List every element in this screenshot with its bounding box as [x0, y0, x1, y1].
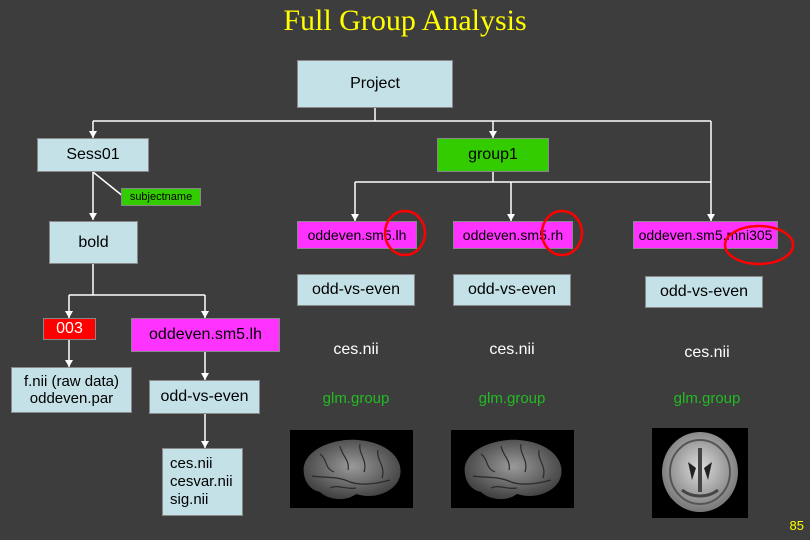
ces-rh-label: ces.nii [489, 341, 535, 358]
ces-lh-label: ces.nii [333, 341, 379, 358]
contrast-mni305-node: odd-vs-even [645, 276, 763, 308]
ces-files-node: ces.nii cesvar.nii sig.nii [162, 448, 243, 516]
slide-title: Full Group Analysis [283, 4, 527, 37]
subjectname-label: subjectname [121, 188, 201, 206]
contrast-lh-node: odd-vs-even [297, 274, 415, 306]
highlight-lh-circle [383, 209, 427, 257]
brain-volume-mni305-image [652, 428, 748, 518]
glm-lh-label: glm.group [322, 389, 390, 407]
ces-mni305-label: ces.nii [684, 344, 730, 361]
sess01-node: Sess01 [37, 138, 149, 172]
brain-surface-lh-image [290, 430, 413, 508]
arrowheads [65, 131, 715, 448]
bold-node: bold [49, 221, 138, 264]
contrast-rh-node: odd-vs-even [453, 274, 571, 306]
analysis-rh-node: oddeven.sm5.rh [453, 221, 573, 249]
raw-data-files-node: f.nii (raw data) oddeven.par [11, 367, 132, 413]
glm-rh-label: glm.group [478, 389, 546, 407]
subject-003-node: 003 [43, 318, 96, 340]
highlight-rh-circle [540, 209, 584, 257]
glm-mni305-label: glm.group [673, 389, 741, 407]
odd-vs-even-subject-node: odd-vs-even [149, 380, 260, 414]
project-node: Project [297, 60, 453, 108]
group1-node: group1 [437, 138, 549, 172]
page-number: 85 [789, 518, 804, 533]
highlight-mni305-circle [723, 224, 795, 266]
analysis-lh-node: oddeven.sm5.lh [297, 221, 417, 249]
oddeven-lh-subject-node: oddeven.sm5.lh [131, 318, 280, 352]
brain-surface-rh-image [451, 430, 574, 508]
